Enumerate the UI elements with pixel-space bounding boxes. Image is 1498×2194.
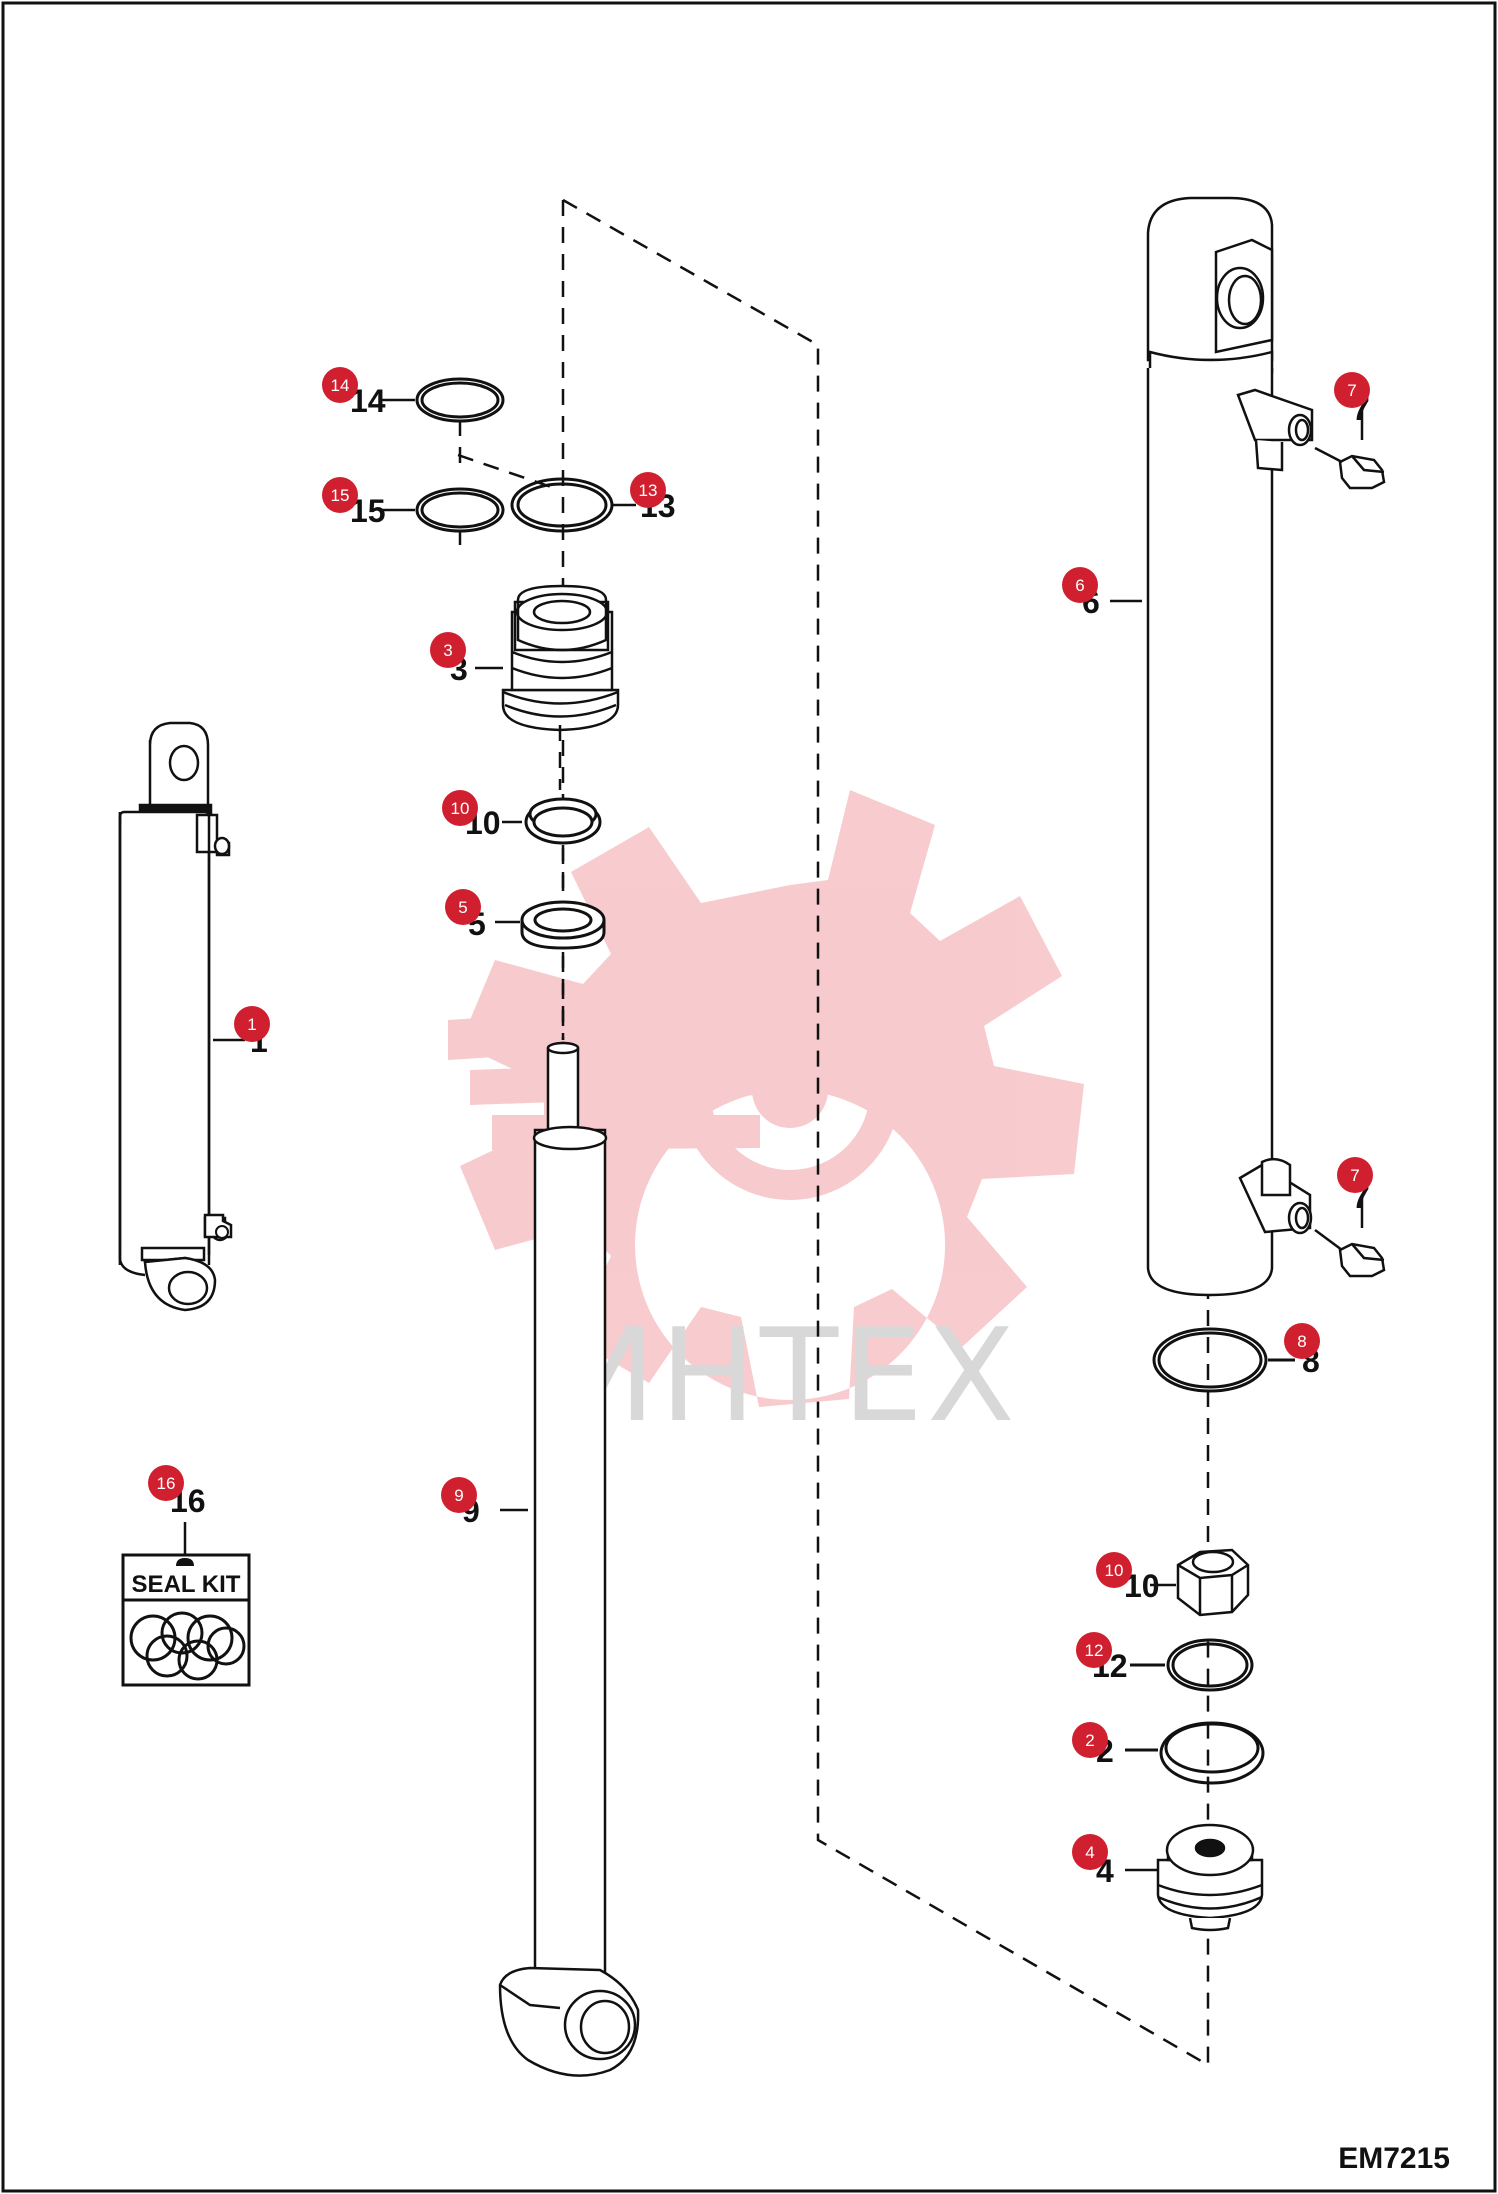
svg-text:7: 7 — [1350, 1166, 1359, 1185]
figure-id: EM7215 — [1338, 2142, 1450, 2175]
callout-badges: 14 15 13 3 10 5 1 9 16 6 7 7 8 10 12 2 4 — [148, 367, 1373, 1870]
svg-text:9: 9 — [454, 1486, 463, 1505]
wiper-seal-10[interactable] — [524, 797, 602, 845]
ring-2[interactable] — [1125, 1721, 1265, 1785]
plug-7b[interactable] — [1314, 1195, 1386, 1278]
callout-badge-16[interactable]: 16 — [148, 1465, 184, 1501]
svg-text:8: 8 — [1297, 1332, 1306, 1351]
retaining-ring-14[interactable] — [415, 377, 505, 423]
seal-kit-16[interactable]: SEAL KIT — [121, 1522, 251, 1687]
svg-text:1: 1 — [247, 1015, 256, 1034]
piston-rod-11[interactable] — [498, 1041, 640, 2077]
svg-text:10: 10 — [1105, 1561, 1124, 1580]
seal-kit-label: SEAL KIT — [132, 1571, 241, 1598]
svg-text:12: 12 — [1085, 1641, 1104, 1660]
piston-4[interactable] — [1125, 1823, 1264, 1932]
ring-12[interactable] — [1130, 1638, 1254, 1692]
callout-badge-7a[interactable]: 7 — [1334, 372, 1370, 408]
svg-text:15: 15 — [331, 486, 350, 505]
retaining-ring-15[interactable] — [415, 487, 505, 533]
watermark-text: ИНТЕХ — [560, 1302, 1019, 1451]
svg-text:3: 3 — [443, 641, 452, 660]
plug-7a[interactable] — [1314, 410, 1386, 490]
callout-badge-14[interactable]: 14 — [322, 367, 358, 403]
cylinder-head-3[interactable] — [501, 584, 620, 732]
o-ring-9[interactable] — [1152, 1327, 1295, 1393]
svg-text:6: 6 — [1075, 576, 1084, 595]
callout-badge-15[interactable]: 15 — [322, 477, 358, 513]
callout-badge-1[interactable]: 1 — [234, 1006, 270, 1042]
svg-text:5: 5 — [458, 898, 467, 917]
cylinder-barrel-6[interactable] — [1110, 196, 1314, 1297]
svg-text:7: 7 — [1347, 381, 1356, 400]
svg-text:14: 14 — [331, 376, 350, 395]
svg-text:16: 16 — [157, 1474, 176, 1493]
callout-badge-10[interactable]: 10 — [442, 790, 478, 826]
nut-8[interactable] — [1150, 1548, 1250, 1617]
callout-badge-13[interactable]: 13 — [630, 472, 666, 508]
rod-seal-5[interactable] — [520, 900, 606, 950]
callout-badge-8[interactable]: 10 — [1096, 1552, 1132, 1588]
o-rings-icon — [129, 1611, 246, 1681]
callout-badge-7b[interactable]: 7 — [1337, 1157, 1373, 1193]
svg-text:2: 2 — [1085, 1731, 1094, 1750]
callout-badge-12[interactable]: 12 — [1076, 1632, 1112, 1668]
callout-badge-11[interactable]: 9 — [441, 1477, 477, 1513]
callout-badge-5[interactable]: 5 — [445, 889, 481, 925]
svg-text:10: 10 — [451, 799, 470, 818]
hanger-icon — [176, 1558, 194, 1566]
watermark: ИНТЕХ — [448, 790, 1084, 1451]
callout-badge-2[interactable]: 2 — [1072, 1722, 1108, 1758]
callout-badge-3[interactable]: 3 — [430, 632, 466, 668]
callout-badge-9[interactable]: 8 — [1284, 1323, 1320, 1359]
svg-text:4: 4 — [1085, 1843, 1094, 1862]
callout-badge-6[interactable]: 6 — [1062, 567, 1098, 603]
callout-badge-4[interactable]: 4 — [1072, 1834, 1108, 1870]
svg-text:13: 13 — [639, 481, 658, 500]
